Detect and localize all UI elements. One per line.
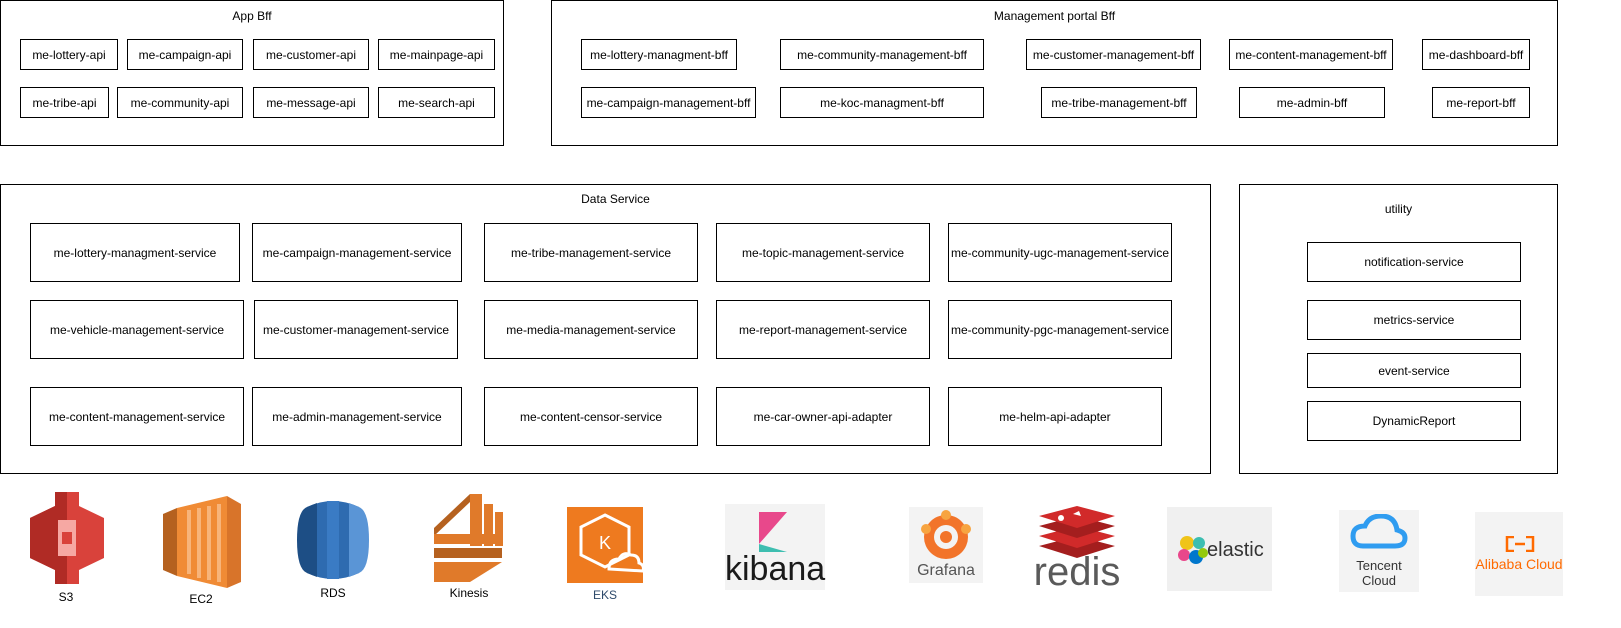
management-portal-bff-group: Management portal Bff me-lottery-managme… <box>551 0 1558 146</box>
icon-label: Kinesis <box>449 586 489 600</box>
group-title: App Bff <box>232 9 272 23</box>
aws-kinesis-icon <box>434 494 503 582</box>
data-service-group: Data Service me-lottery-managment-servic… <box>0 184 1211 474</box>
service-box[interactable]: me-campaign-management-service <box>252 223 462 282</box>
app-bff-group: App Bff me-lottery-api me-campaign-api m… <box>0 0 504 146</box>
icon-label: EKS <box>592 588 617 602</box>
icon-label: RDS <box>320 586 346 600</box>
service-box[interactable]: me-tribe-management-bff <box>1041 87 1197 118</box>
service-box[interactable]: me-media-management-service <box>484 300 698 359</box>
redis-logo: redis <box>1033 506 1121 594</box>
group-title: Data Service <box>581 192 650 206</box>
service-box[interactable]: me-customer-api <box>253 39 369 70</box>
service-box[interactable]: me-community-ugc-management-service <box>948 223 1172 282</box>
service-box[interactable]: me-helm-api-adapter <box>948 387 1162 446</box>
service-box[interactable]: me-admin-bff <box>1239 87 1385 118</box>
service-box[interactable]: me-content-censor-service <box>484 387 698 446</box>
service-box[interactable]: event-service <box>1307 353 1521 388</box>
aws-rds-icon <box>297 501 369 579</box>
service-box[interactable]: me-admin-management-service <box>252 387 462 446</box>
service-box[interactable]: me-content-management-bff <box>1229 39 1393 70</box>
service-box[interactable]: me-lottery-managment-bff <box>581 39 737 70</box>
service-box[interactable]: me-customer-management-bff <box>1026 39 1201 70</box>
aws-eks-icon: K <box>567 507 643 583</box>
service-box[interactable]: me-customer-management-service <box>254 300 458 359</box>
service-box[interactable]: me-community-management-bff <box>780 39 984 70</box>
logo-text: Grafana <box>917 562 975 579</box>
logo-text: Alibaba Cloud <box>1475 556 1563 572</box>
service-box[interactable]: me-search-api <box>378 87 495 118</box>
service-box[interactable]: me-report-management-service <box>716 300 930 359</box>
alibaba-cloud-logo: Alibaba Cloud <box>1475 512 1563 596</box>
service-box[interactable]: me-campaign-api <box>127 39 243 70</box>
service-box[interactable]: notification-service <box>1307 242 1521 282</box>
logo-text: redis <box>1033 550 1121 594</box>
icon-label: EC2 <box>189 592 213 606</box>
tencent-cloud-logo: Tencent Cloud <box>1339 510 1419 592</box>
logo-text: Tencent Cloud <box>1356 558 1402 588</box>
aws-ec2-icon <box>163 496 241 588</box>
group-title: utility <box>1384 202 1413 216</box>
service-box[interactable]: metrics-service <box>1307 300 1521 340</box>
aws-s3-icon <box>30 492 104 584</box>
service-box[interactable]: me-lottery-api <box>20 39 118 70</box>
service-box[interactable]: me-vehicle-management-service <box>30 300 244 359</box>
service-box[interactable]: me-community-pgc-management-service <box>948 300 1172 359</box>
service-box[interactable]: DynamicReport <box>1307 401 1521 441</box>
service-box[interactable]: me-community-api <box>117 87 243 118</box>
service-box[interactable]: me-campaign-management-bff <box>581 87 756 118</box>
service-box[interactable]: me-car-owner-api-adapter <box>716 387 930 446</box>
icon-label: S3 <box>58 590 74 604</box>
grafana-logo: Grafana <box>909 507 983 583</box>
service-box[interactable]: me-content-management-service <box>30 387 244 446</box>
kibana-logo: kibana <box>725 504 825 590</box>
service-box[interactable]: me-message-api <box>253 87 369 118</box>
service-box[interactable]: me-tribe-api <box>20 87 109 118</box>
svg-text:K: K <box>599 533 611 553</box>
service-box[interactable]: me-mainpage-api <box>378 39 495 70</box>
logo-text: elastic <box>1207 539 1264 561</box>
service-box[interactable]: me-dashboard-bff <box>1422 39 1530 70</box>
service-box[interactable]: me-koc-managment-bff <box>780 87 984 118</box>
service-box[interactable]: me-lottery-managment-service <box>30 223 240 282</box>
group-title: Management portal Bff <box>993 9 1116 23</box>
utility-group: utility notification-service metrics-ser… <box>1239 184 1558 474</box>
logo-text: kibana <box>725 550 826 588</box>
service-box[interactable]: me-report-bff <box>1432 87 1530 118</box>
service-box[interactable]: me-tribe-management-service <box>484 223 698 282</box>
service-box[interactable]: me-topic-management-service <box>716 223 930 282</box>
elastic-logo: elastic <box>1167 507 1272 591</box>
